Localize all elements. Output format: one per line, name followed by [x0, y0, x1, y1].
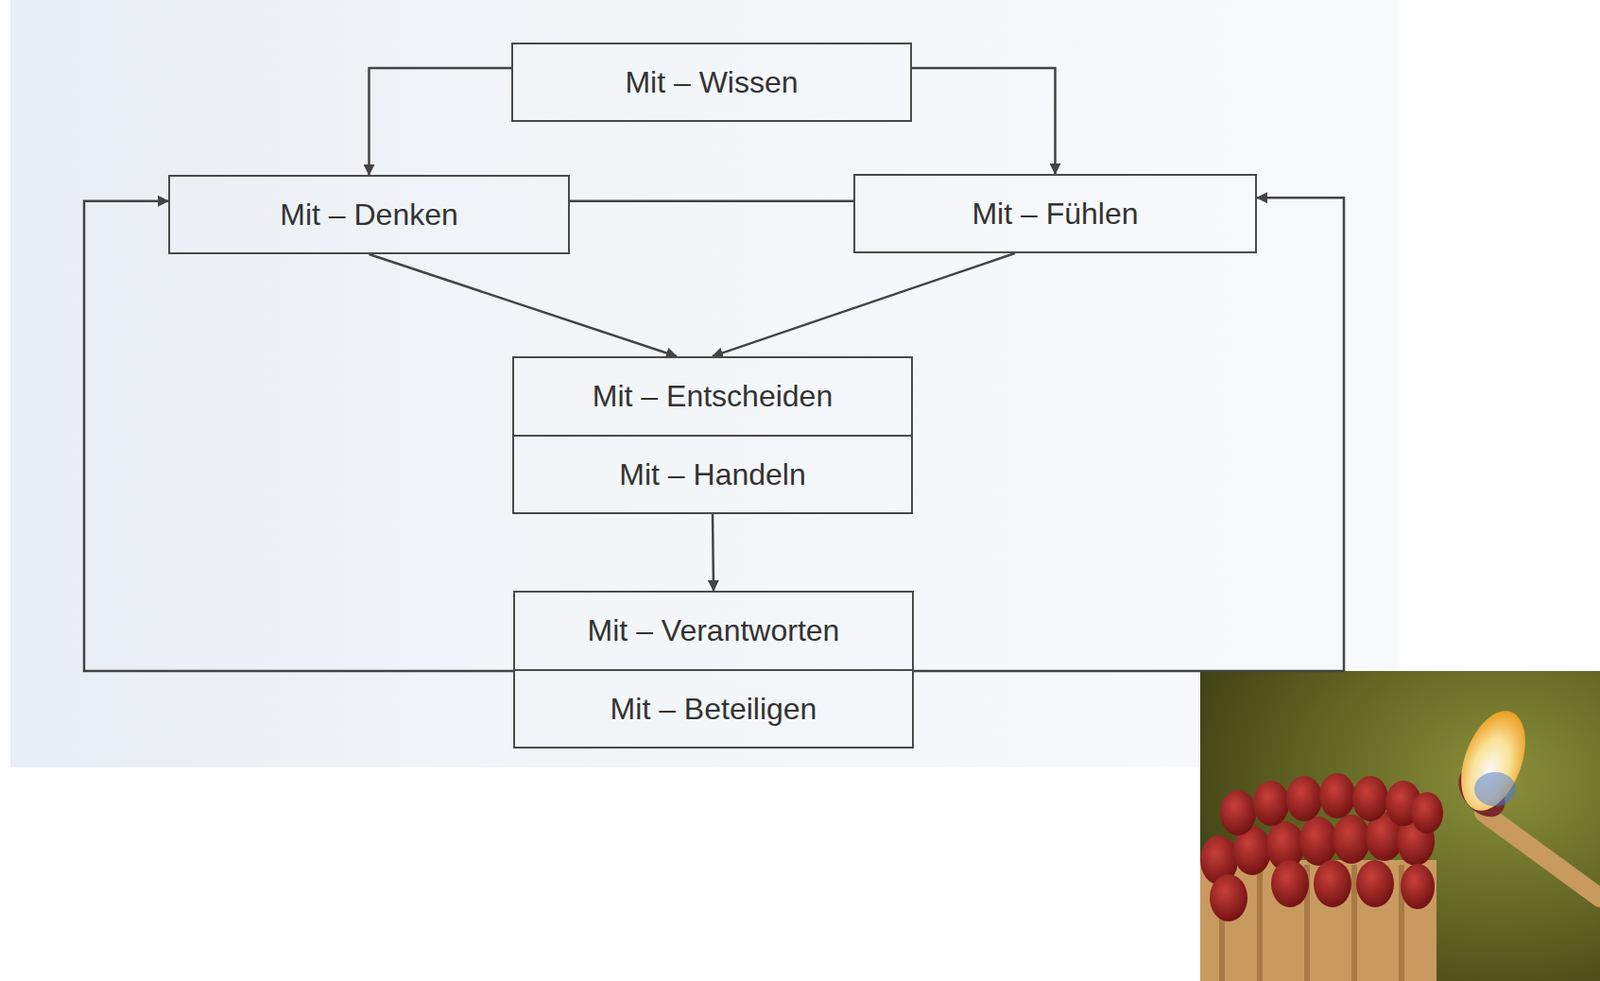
process-box: Mit – Wissen: [511, 42, 912, 122]
box-label: Mit – Denken: [279, 197, 459, 233]
connector-arrow: [712, 514, 714, 591]
process-box: Mit – Fühlen: [853, 173, 1257, 254]
box-label: Mit – Beteiligen: [610, 691, 818, 727]
process-box: Mit – Entscheiden: [512, 356, 913, 437]
connector-arrow: [84, 201, 514, 671]
box-label: Mit – Entscheiden: [592, 378, 833, 414]
connector-arrow: [369, 68, 513, 175]
connector-arrow: [913, 197, 1344, 671]
process-box: Mit – Handeln: [512, 434, 913, 515]
box-label: Mit – Fühlen: [971, 196, 1138, 232]
process-box: Mit – Verantworten: [513, 590, 914, 671]
process-box: Mit – Beteiligen: [513, 669, 914, 749]
connector-arrow: [911, 68, 1056, 174]
box-label: Mit – Verantworten: [587, 613, 841, 649]
process-box: Mit – Denken: [168, 174, 570, 255]
connector-arrow: [712, 253, 1016, 357]
box-label: Mit – Handeln: [619, 457, 806, 493]
matches-photo: [1200, 670, 1600, 981]
box-label: Mit – Wissen: [624, 65, 798, 101]
connector-arrow: [569, 199, 854, 203]
connector-arrow: [369, 254, 677, 357]
